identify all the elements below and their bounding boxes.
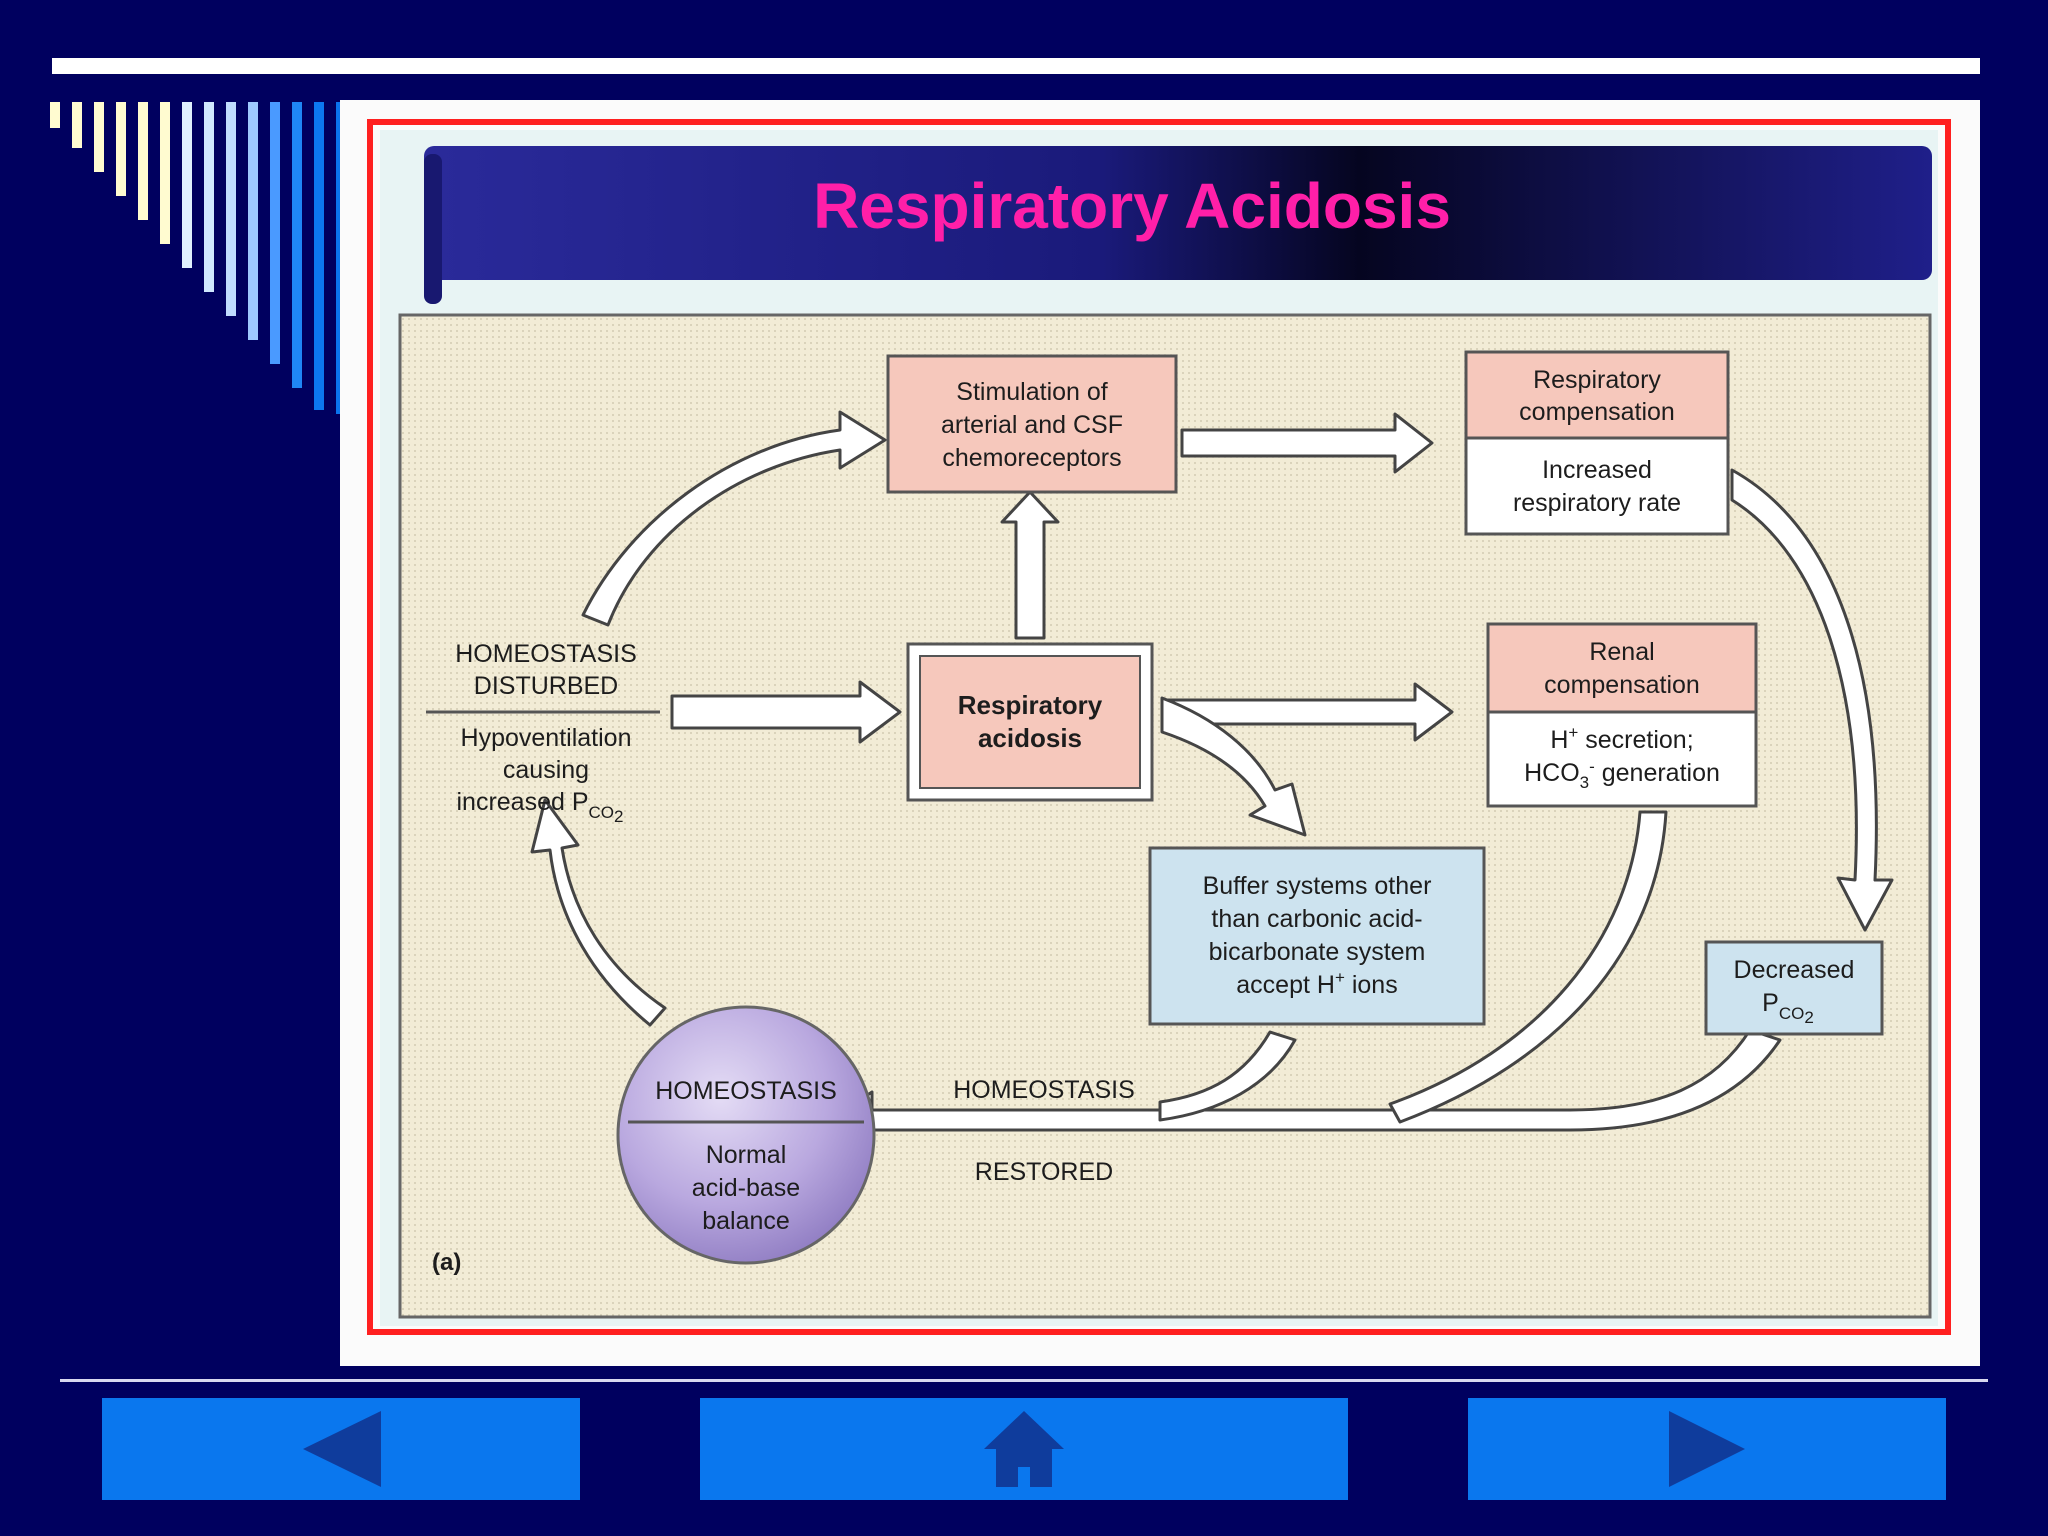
homeostasis-circle: HOMEOSTASIS Normal acid-base balance	[616, 1005, 876, 1265]
flow-arrows	[530, 410, 1894, 1150]
home-button[interactable]	[700, 1398, 1348, 1500]
stimulation-box: Stimulation of arterial and CSF chemorec…	[886, 354, 1178, 494]
respiratory-compensation-box: Respiratory compensation Increased respi…	[1464, 350, 1730, 536]
arrow-to-disturbed	[530, 798, 667, 1027]
homeostasis-disturbed: HOMEOSTASIS DISTURBED Hypoventilation ca…	[426, 640, 660, 826]
svg-text:HOMEOSTASIS: HOMEOSTASIS	[455, 640, 637, 668]
svg-text:Decreased: Decreased	[1734, 956, 1855, 984]
svg-text:Increased: Increased	[1542, 456, 1652, 484]
svg-text:causing: causing	[503, 756, 589, 784]
svg-text:accept H+ ions: accept H+ ions	[1236, 968, 1397, 999]
svg-text:chemoreceptors: chemoreceptors	[942, 444, 1121, 472]
svg-text:than carbonic acid-: than carbonic acid-	[1211, 905, 1422, 933]
svg-text:Respiratory: Respiratory	[1533, 366, 1661, 394]
renal-compensation-box: Renal compensation H+ secretion; HCO3- g…	[1486, 622, 1758, 808]
svg-text:Renal: Renal	[1589, 638, 1654, 666]
svg-text:H+ secretion;: H+ secretion;	[1550, 723, 1693, 754]
svg-text:respiratory rate: respiratory rate	[1513, 489, 1681, 517]
restored-label-top: HOMEOSTASIS	[953, 1076, 1135, 1104]
svg-text:acid-base: acid-base	[692, 1174, 800, 1202]
svg-text:increased PCO2: increased PCO2	[457, 788, 624, 826]
svg-text:compensation: compensation	[1544, 671, 1700, 699]
svg-text:compensation: compensation	[1519, 398, 1675, 426]
arrow-to-buffer	[1160, 696, 1307, 837]
svg-text:arterial and CSF: arterial and CSF	[941, 411, 1123, 439]
diagram-slide: Respiratory Acidosis	[340, 100, 1980, 1366]
arrow-to-acidosis	[670, 680, 902, 744]
svg-text:acidosis: acidosis	[978, 723, 1082, 753]
restored-label-bottom: RESTORED	[975, 1158, 1113, 1186]
arrow-to-resp-comp	[1180, 412, 1434, 474]
home-icon	[984, 1411, 1064, 1487]
arrow-curve-to-stimulation	[581, 410, 887, 627]
title-banner	[424, 146, 1932, 280]
svg-text:HCO3- generation: HCO3- generation	[1524, 757, 1720, 792]
arrow-to-decreased-pco2	[1730, 468, 1894, 932]
svg-text:Respiratory: Respiratory	[958, 690, 1103, 720]
top-divider	[52, 58, 1980, 74]
buffer-systems-box: Buffer systems other than carbonic acid-…	[1148, 846, 1486, 1026]
svg-text:HOMEOSTASIS: HOMEOSTASIS	[655, 1077, 837, 1105]
diagram-title: Respiratory Acidosis	[813, 170, 1451, 242]
svg-text:Stimulation of: Stimulation of	[956, 378, 1108, 406]
next-slide-button[interactable]	[1468, 1398, 1946, 1500]
bottom-divider	[60, 1379, 1988, 1382]
left-triangle-icon	[303, 1411, 381, 1487]
svg-text:Buffer systems other: Buffer systems other	[1203, 872, 1432, 900]
arrow-up-to-stimulation	[1000, 490, 1060, 640]
decreased-pco2-box: Decreased PCO2	[1704, 940, 1884, 1036]
svg-text:Normal: Normal	[706, 1141, 787, 1169]
svg-text:PCO2: PCO2	[1762, 989, 1814, 1027]
respiratory-acidosis-diagram: Respiratory Acidosis	[367, 119, 1951, 1335]
svg-text:Hypoventilation: Hypoventilation	[461, 724, 632, 752]
respiratory-acidosis-box: Respiratory acidosis	[906, 642, 1154, 802]
svg-text:bicarbonate system: bicarbonate system	[1209, 938, 1426, 966]
arrow-renal-merge	[1388, 810, 1668, 1124]
svg-text:balance: balance	[702, 1207, 790, 1235]
previous-slide-button[interactable]	[102, 1398, 580, 1500]
right-triangle-icon	[1669, 1411, 1745, 1487]
panel-label: (a)	[432, 1249, 461, 1276]
svg-text:DISTURBED: DISTURBED	[474, 672, 618, 700]
arrow-buffer-merge	[1158, 1030, 1297, 1122]
